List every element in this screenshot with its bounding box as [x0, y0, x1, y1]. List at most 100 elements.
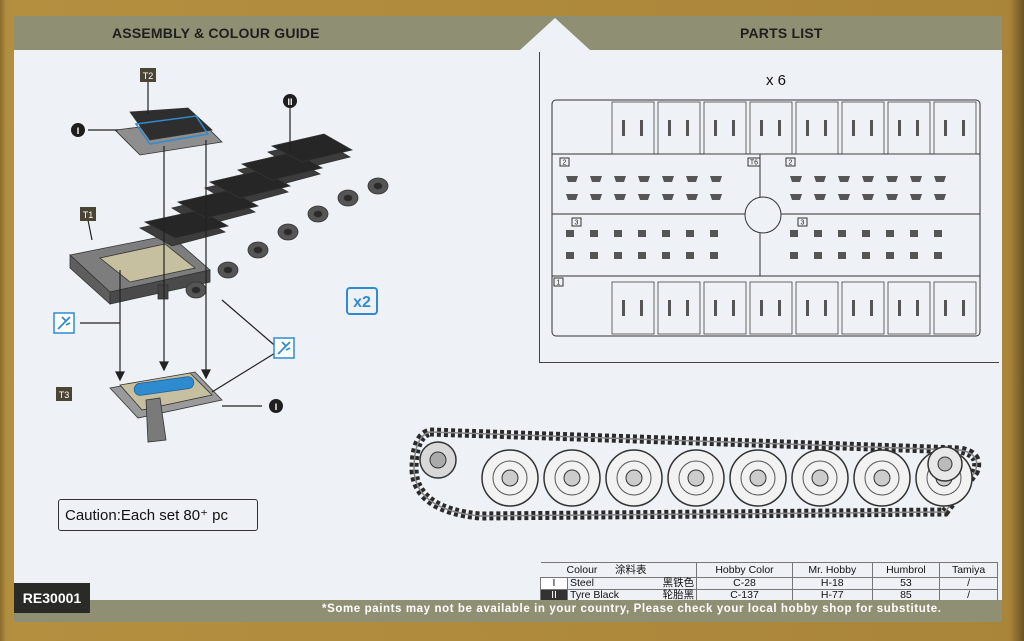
pin-part — [710, 230, 718, 237]
pin-part — [934, 230, 942, 237]
colour-table-header: Colour 涂料表 Hobby Color Mr. Hobby Humbrol… — [540, 562, 998, 578]
road-wheel-rim — [554, 460, 590, 496]
sprue-number: 2 — [563, 160, 567, 167]
label-t3: T3 — [59, 390, 70, 400]
track-link-part — [760, 120, 763, 136]
pin-part — [662, 230, 670, 237]
tamiya-header: Tamiya — [939, 562, 998, 578]
product-code: RE30001 — [14, 583, 90, 613]
pin-part — [862, 230, 870, 237]
sprue-cell — [657, 281, 701, 335]
road-wheel-rim — [802, 460, 838, 496]
mr-hobby-code: H-18 — [791, 577, 873, 590]
pin-part — [590, 230, 598, 237]
road-wheel-rim — [678, 460, 714, 496]
paint-availability-note: *Some paints may not be available in you… — [322, 603, 942, 615]
parts-list-title: PARTS LIST — [740, 25, 823, 41]
sprue-cell — [611, 101, 655, 155]
pin-part — [934, 252, 942, 259]
track-link-part — [760, 300, 763, 316]
label-t1-box — [80, 207, 96, 221]
pin-part — [790, 252, 798, 259]
pad-part — [862, 194, 874, 200]
sprue-number: 2 — [789, 160, 793, 167]
pin-part — [662, 252, 670, 259]
sprue-cell — [657, 101, 701, 155]
track-link-part — [824, 300, 827, 316]
sprue-cell — [795, 101, 839, 155]
pad-part — [614, 176, 626, 182]
road-wheel-hub — [501, 469, 519, 487]
roman-ii-label: II — [287, 97, 292, 107]
sprue-cell — [841, 281, 885, 335]
road-wheel-rim — [864, 460, 900, 496]
sprue-cell — [887, 281, 931, 335]
assembly-guide-title: ASSEMBLY & COLOUR GUIDE — [112, 25, 320, 41]
track-link-part — [806, 120, 809, 136]
sprue-cell — [887, 101, 931, 155]
parts-list-box — [539, 52, 999, 363]
humbrol-code: 53 — [871, 577, 941, 590]
road-wheel-rim — [616, 460, 652, 496]
track-side-view — [409, 427, 982, 521]
pad-part — [934, 176, 946, 182]
colour-table: Colour 涂料表 Hobby Color Mr. Hobby Humbrol… — [540, 562, 998, 602]
pin-part — [862, 252, 870, 259]
track-link-part — [622, 120, 625, 136]
sprue-cell — [703, 101, 747, 155]
track-link-part — [622, 300, 625, 316]
pad-part — [710, 194, 722, 200]
colour-header: Colour 涂料表 — [540, 562, 698, 578]
pin-part — [838, 252, 846, 259]
track-link-part — [944, 300, 947, 316]
sprue-gate — [744, 196, 782, 234]
pad-part — [886, 176, 898, 182]
track-link-part — [714, 300, 717, 316]
pin-part — [814, 252, 822, 259]
pad-part — [710, 176, 722, 182]
mr-hobby-header: Mr. Hobby — [791, 562, 873, 578]
pad-part — [566, 176, 578, 182]
track-link-part — [852, 120, 855, 136]
pin-part — [790, 230, 798, 237]
pad-part — [638, 176, 650, 182]
pin-part — [910, 252, 918, 259]
pin-part — [838, 230, 846, 237]
pad-part — [566, 194, 578, 200]
track-link-part — [732, 120, 735, 136]
assembly-arrows — [80, 82, 291, 407]
track-link-part — [962, 120, 965, 136]
caution-note: Caution:Each set 80⁺ pc — [58, 499, 258, 531]
sprue-diagram: 2 2 3 3 1 T6 — [551, 99, 981, 337]
track-link-part — [870, 120, 873, 136]
road-wheel-hub — [687, 469, 705, 487]
pin-part — [590, 252, 598, 259]
humbrol-header: Humbrol — [871, 562, 941, 578]
sprue-cell — [749, 101, 793, 155]
pad-part — [838, 176, 850, 182]
idler-wheel — [927, 446, 963, 482]
pad-part — [590, 194, 602, 200]
pad-part — [790, 194, 802, 200]
pin-part — [686, 230, 694, 237]
track-link-part — [916, 300, 919, 316]
pad-part — [814, 194, 826, 200]
pin-part — [814, 230, 822, 237]
pin-part — [886, 252, 894, 259]
road-wheel-hub — [749, 469, 767, 487]
pin-part — [614, 230, 622, 237]
label-t2: T2 — [143, 71, 154, 81]
road-wheel-hub — [625, 469, 643, 487]
header-notch — [520, 18, 590, 50]
sprue-cell — [749, 281, 793, 335]
pin-part — [710, 252, 718, 259]
track-link-part — [668, 300, 671, 316]
pin-part — [910, 230, 918, 237]
track-link-part — [870, 300, 873, 316]
colour-number: I — [540, 577, 568, 590]
pad-part — [790, 176, 802, 182]
track-link-part — [668, 120, 671, 136]
road-wheel-rim — [492, 460, 528, 496]
